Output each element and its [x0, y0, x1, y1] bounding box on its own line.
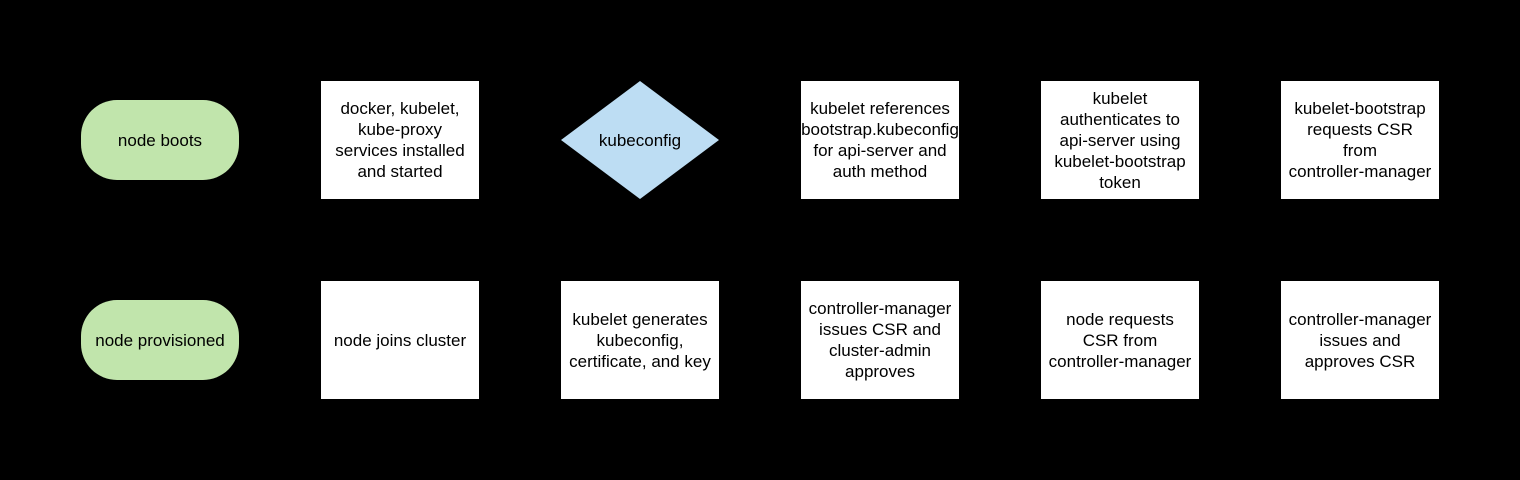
terminal-node-boots: node boots: [81, 100, 239, 180]
node-label: kubeconfig: [598, 130, 682, 150]
node-label: node provisioned: [95, 330, 225, 350]
process-kubelet-generates-kubeconfig: kubelet generates kubeconfig, certificat…: [561, 281, 719, 399]
node-label: node boots: [117, 130, 203, 150]
process-services-installed: docker, kubelet, kube-proxy services ins…: [321, 81, 479, 199]
process-node-joins-cluster: node joins cluster: [321, 281, 479, 399]
node-label: node joins cluster: [333, 330, 467, 350]
node-label: controller-manager issues and approves C…: [1288, 309, 1432, 371]
node-label: kubelet generates kubeconfig, certificat…: [569, 309, 711, 371]
node-label: controller-manager issues CSR and cluste…: [808, 299, 952, 381]
node-label: kubelet authenticates to api-server usin…: [1054, 88, 1186, 192]
process-node-requests-csr: node requests CSR from controller-manage…: [1041, 281, 1199, 399]
process-controller-manager-issues-csr-cluster-admin-approves: controller-manager issues CSR and cluste…: [801, 281, 959, 399]
node-label: kubelet references bootstrap.kubeconfig …: [801, 99, 959, 181]
process-kubelet-bootstrap-requests-csr: kubelet-bootstrap requests CSR from cont…: [1281, 81, 1439, 199]
process-kubelet-references-bootstrap-kubeconfig: kubelet references bootstrap.kubeconfig …: [801, 81, 959, 199]
terminal-node-provisioned: node provisioned: [81, 300, 239, 380]
process-kubelet-authenticates: kubelet authenticates to api-server usin…: [1041, 81, 1199, 199]
process-controller-manager-issues-and-approves-csr: controller-manager issues and approves C…: [1281, 281, 1439, 399]
decision-kubeconfig: kubeconfig: [561, 81, 719, 199]
node-label: kubelet-bootstrap requests CSR from cont…: [1288, 99, 1432, 181]
node-label: node requests CSR from controller-manage…: [1048, 309, 1192, 371]
node-label: docker, kubelet, kube-proxy services ins…: [335, 99, 465, 181]
